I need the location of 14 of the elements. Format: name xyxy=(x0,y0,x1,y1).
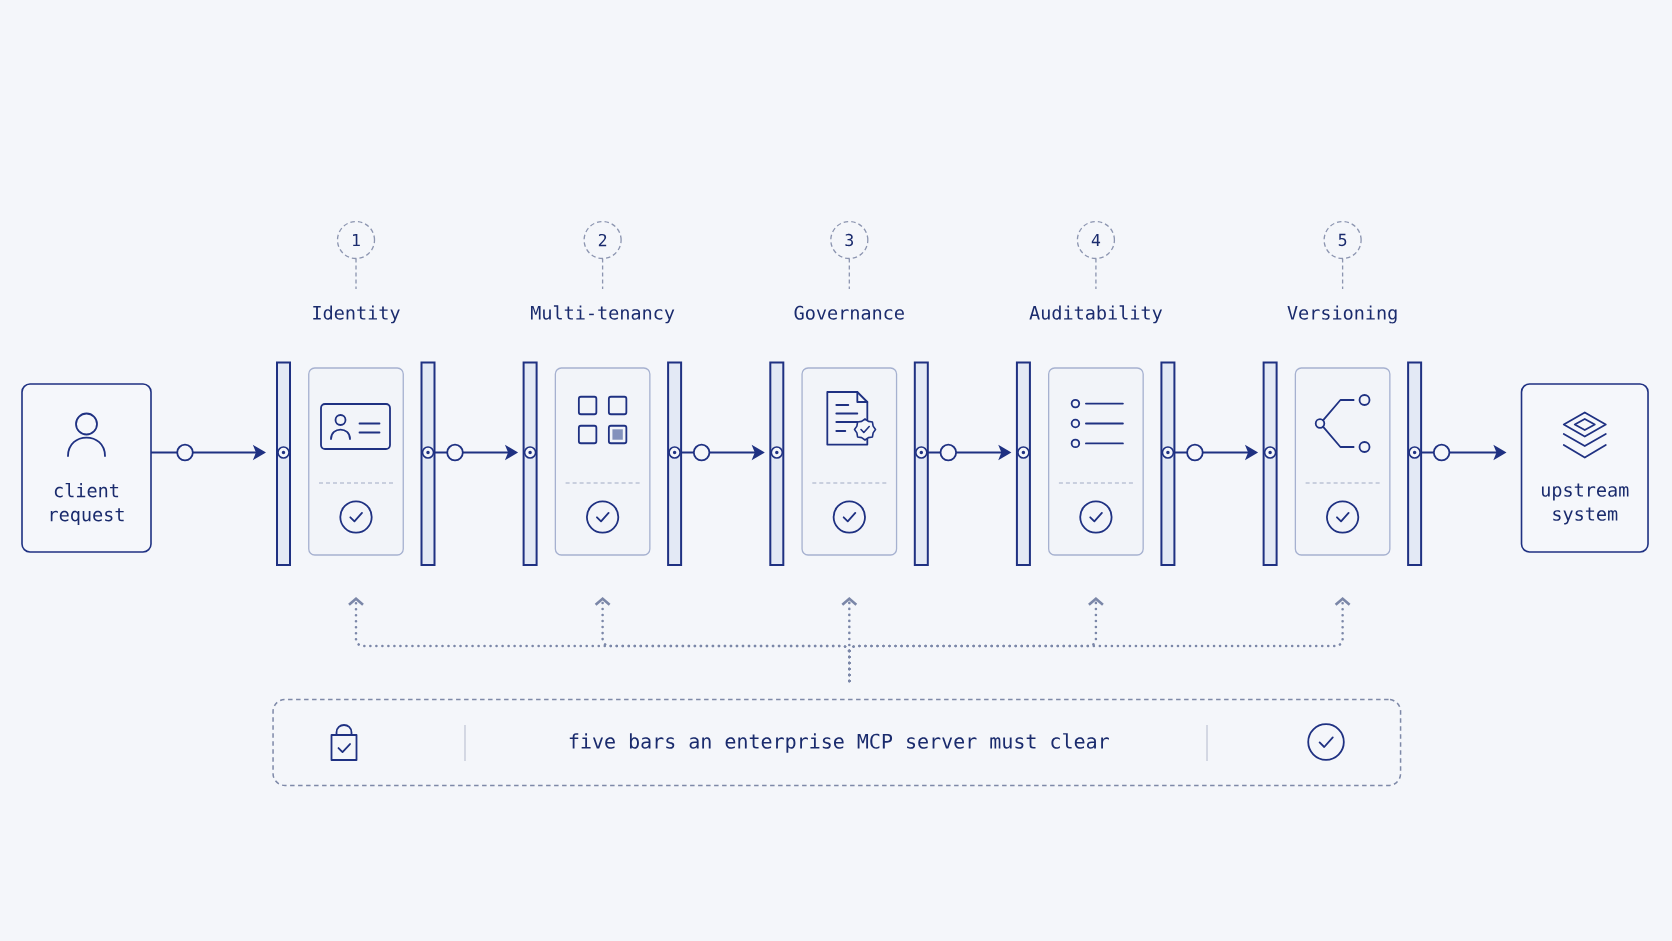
process-box: upstream system xyxy=(1520,383,1649,553)
connector-line xyxy=(848,257,850,290)
connector-line xyxy=(1095,257,1097,290)
stage-title: Multi-tenancy xyxy=(531,305,675,324)
stage-title: Identity xyxy=(313,305,400,324)
stage-title: Versioning xyxy=(1287,305,1397,324)
process-box: client request xyxy=(21,383,152,553)
connector-line xyxy=(601,257,604,290)
connector-line xyxy=(1341,257,1344,290)
stage-title: Governance xyxy=(794,305,904,320)
stage-title: Auditability xyxy=(1029,305,1162,324)
arrow xyxy=(848,597,1351,683)
note-panel: five bars an enterprise MCP server must clear xyxy=(272,698,1402,787)
connector-line xyxy=(355,257,357,290)
